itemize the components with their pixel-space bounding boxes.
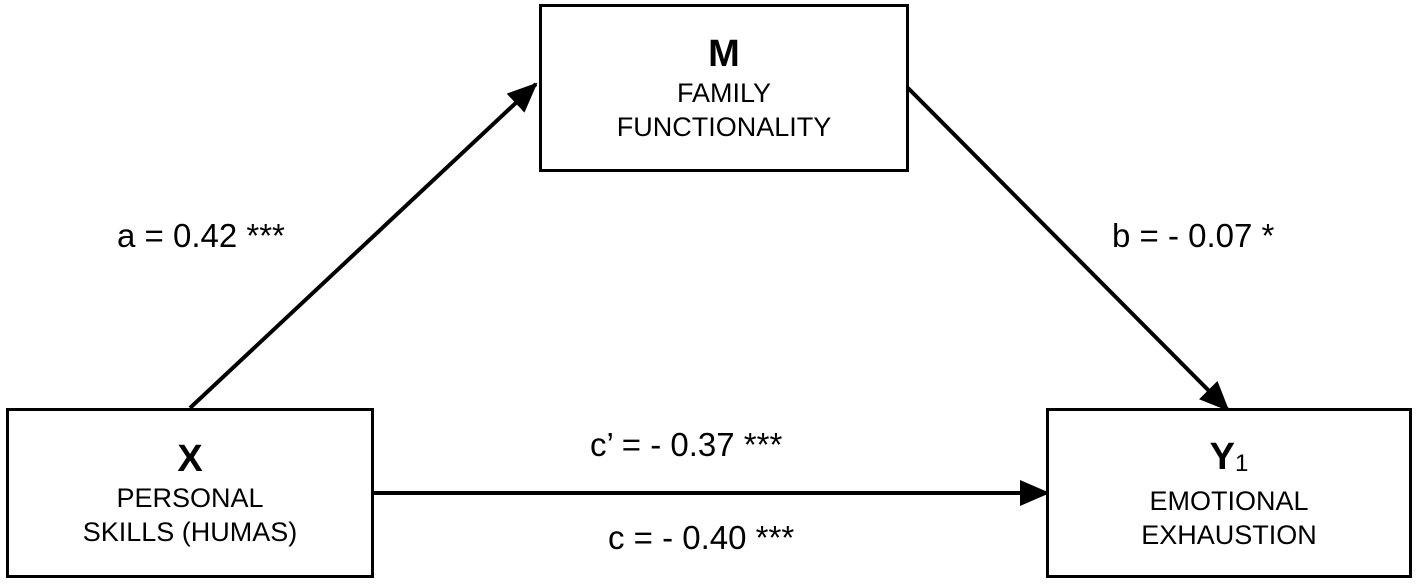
path-b-coefficient: b = - 0.07 * <box>1112 217 1275 254</box>
path-c-coefficient: c = - 0.40 *** <box>608 519 795 556</box>
outcome-label-line1: EMOTIONAL <box>1149 485 1309 516</box>
predictor-label-line2: SKILLS (HUMAS) <box>82 517 298 547</box>
mediator-label-line2: FUNCTIONALITY <box>616 112 832 142</box>
outcome-letter: Y1 <box>1210 435 1249 484</box>
path-a-coefficient: a = 0.42 *** <box>117 217 285 254</box>
outcome-letter-subscript: 1 <box>1235 449 1249 477</box>
mediator-label-line1: FAMILY <box>676 78 772 108</box>
arrow-a <box>188 82 538 410</box>
mediator-box: M FAMILY FUNCTIONALITY <box>539 4 909 172</box>
predictor-letter: X <box>177 438 203 480</box>
outcome-box: Y1 EMOTIONAL EXHAUSTION <box>1046 408 1412 578</box>
path-c-prime-coefficient: c’ = - 0.37 *** <box>590 426 783 463</box>
outcome-letter-main: Y <box>1209 435 1235 478</box>
predictor-label-line1: PERSONAL <box>116 483 264 513</box>
predictor-box: X PERSONAL SKILLS (HUMAS) <box>6 408 374 578</box>
mediator-letter: M <box>708 33 740 75</box>
outcome-label-line2: EXHAUSTION <box>1141 519 1317 550</box>
arrow-b <box>906 86 1230 412</box>
